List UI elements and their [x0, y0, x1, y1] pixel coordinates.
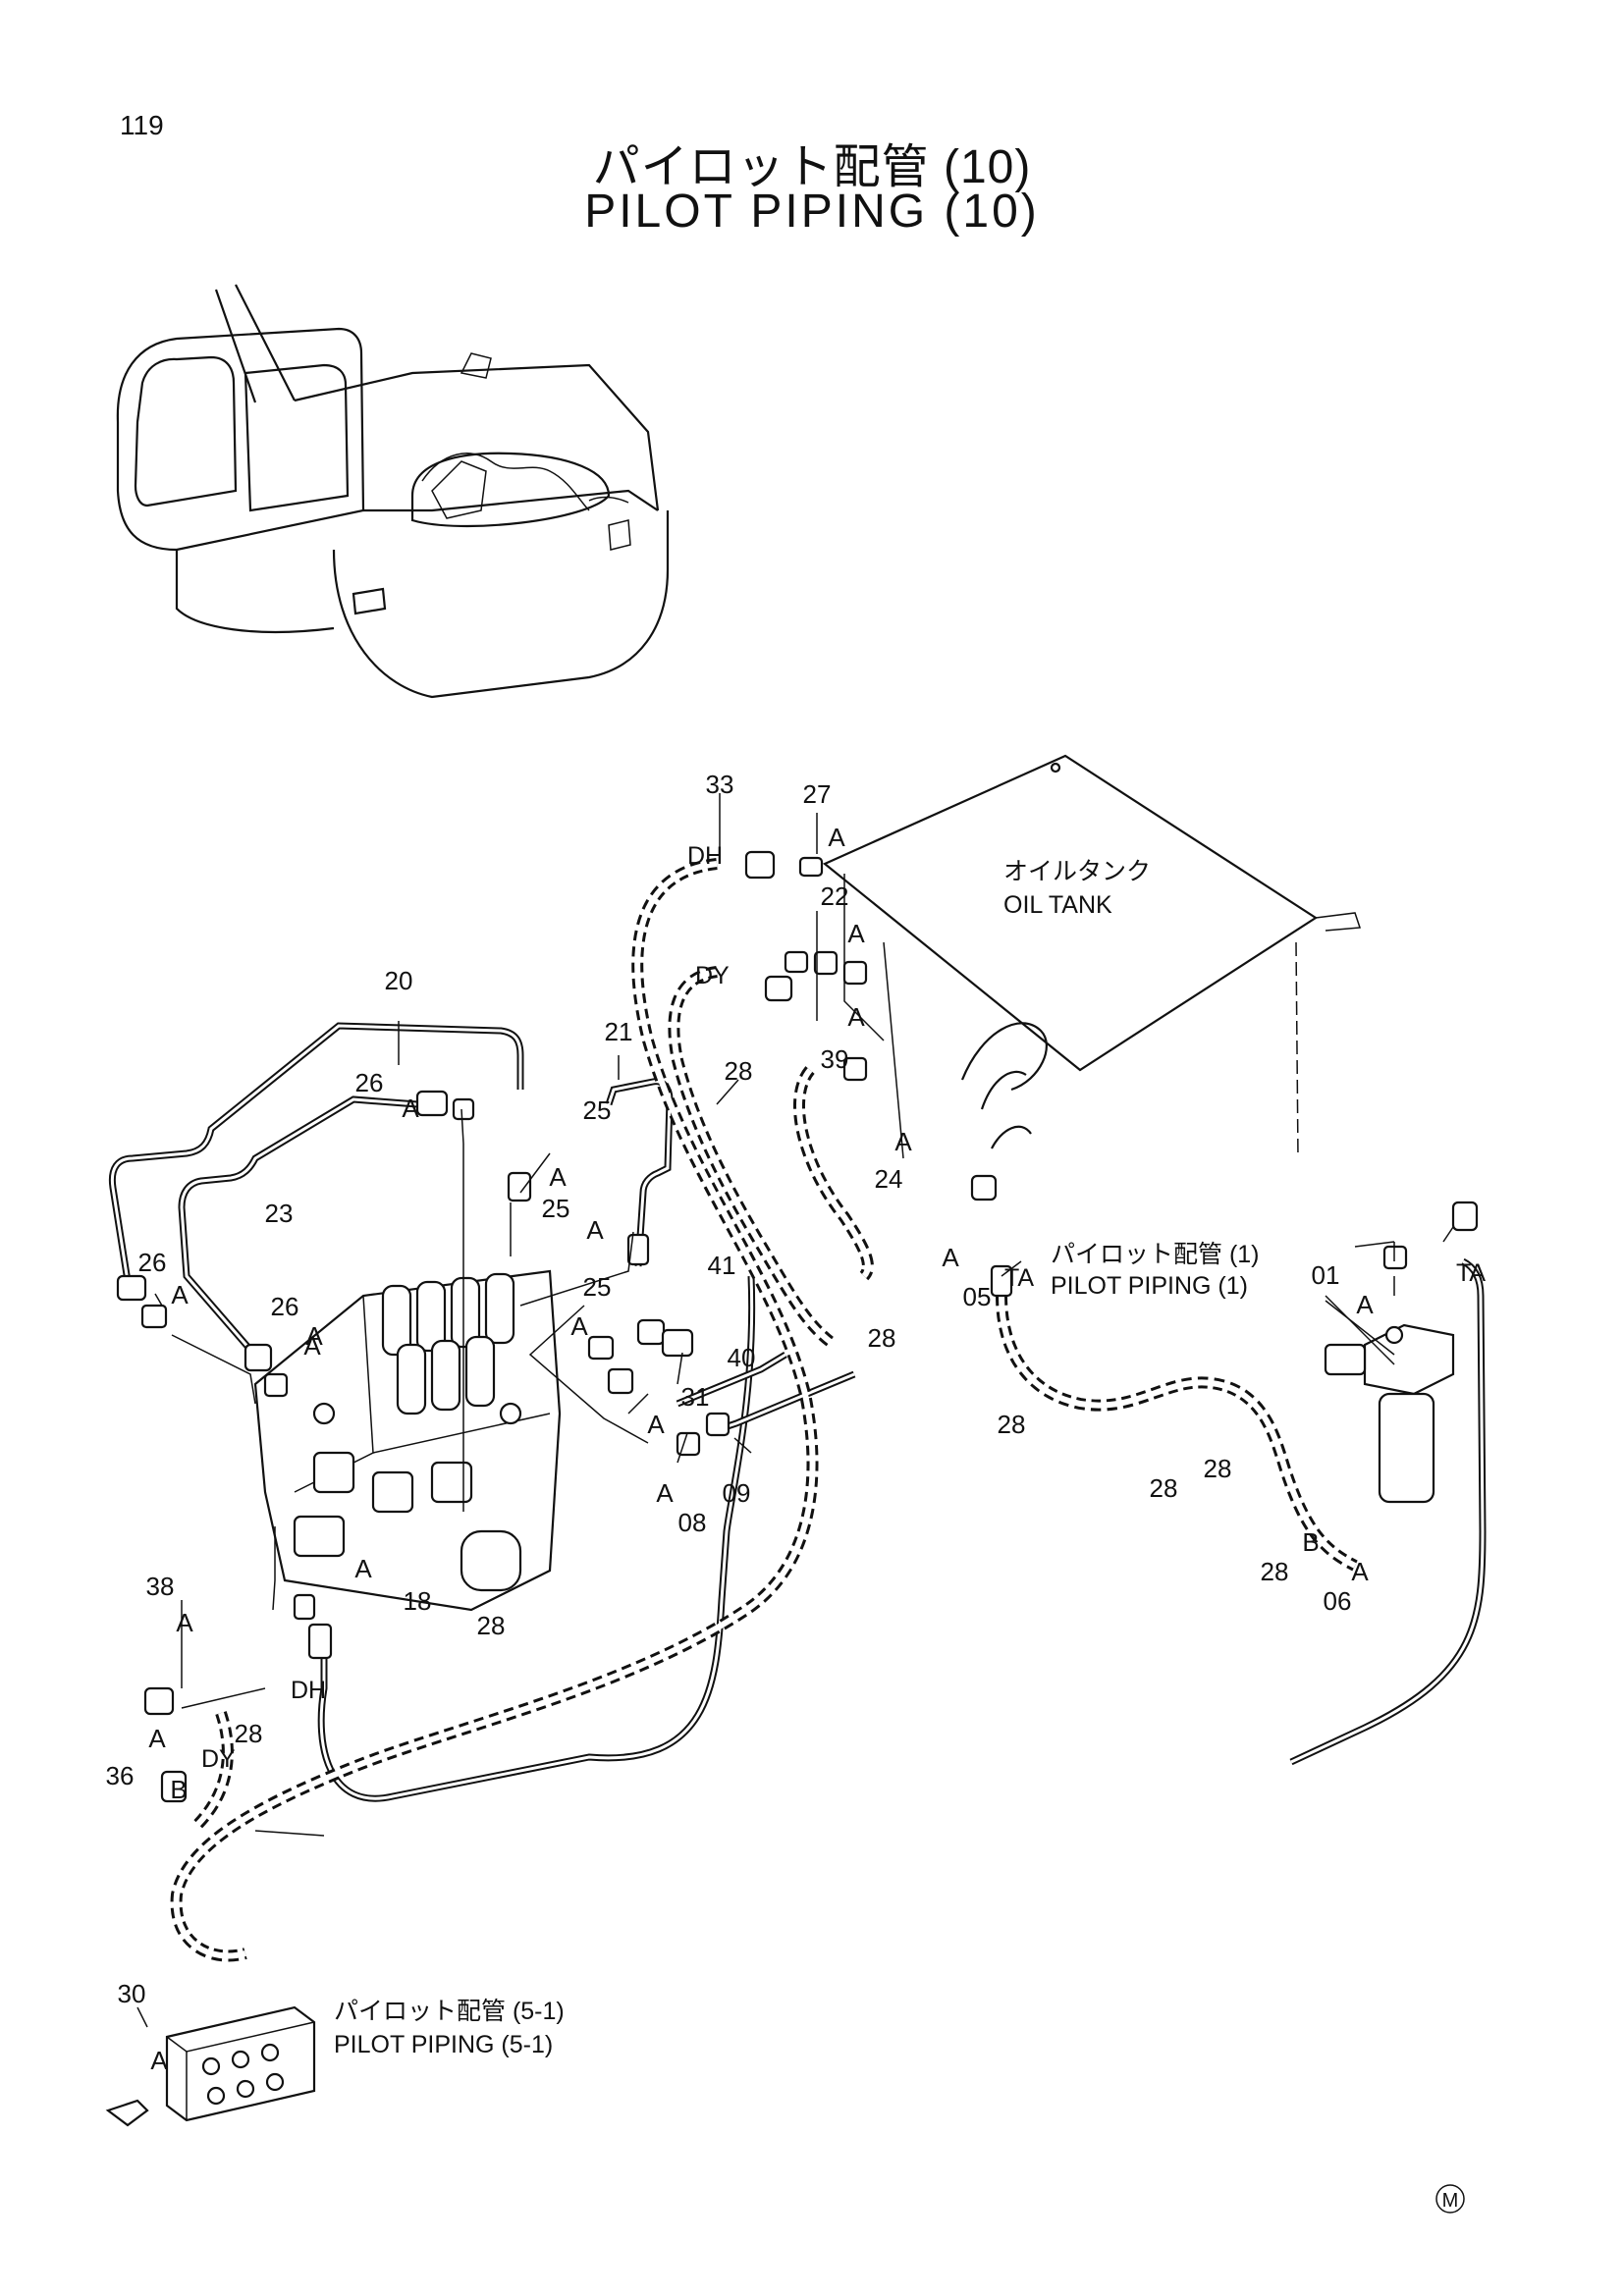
connector-a-06: A [1351, 1557, 1369, 1586]
callout-22: 22 [821, 881, 849, 911]
callout-26-left: 26 [138, 1248, 167, 1277]
pilot-filter-illustration [1324, 1323, 1455, 1504]
callout-09: 09 [723, 1478, 751, 1508]
callout-28-mid-b: 28 [1204, 1454, 1232, 1483]
connector-a-01: A [1356, 1290, 1374, 1319]
callout-24: 24 [875, 1164, 903, 1194]
callout-01: 01 [1312, 1260, 1340, 1290]
pilot-piping-5-1-label-en: PILOT PIPING (5-1) [334, 2031, 553, 2058]
reference-labels: オイルタンク OIL TANK パイロット配管 (1) PILOT PIPING… [334, 858, 1260, 2058]
connector-a-26-upper: A [402, 1094, 419, 1123]
connector-a-18: A [354, 1554, 372, 1583]
callout-27: 27 [803, 779, 832, 809]
callout-25-middle: 25 [542, 1194, 570, 1223]
connector-a-31: A [647, 1410, 665, 1439]
connector-a-26-left: A [171, 1280, 189, 1309]
callout-38: 38 [146, 1572, 175, 1601]
excavator-overview-illustration [116, 284, 670, 699]
callout-05: 05 [963, 1282, 992, 1311]
connector-a-25-upper: A [549, 1162, 567, 1192]
pilot-manifold-illustration [105, 2005, 316, 2127]
callout-31: 31 [681, 1382, 710, 1412]
callout-28-tank-hose: 28 [998, 1410, 1026, 1439]
connector-a-27: A [828, 823, 845, 852]
callout-28-center: 28 [477, 1611, 506, 1640]
connector-a-25-middle: A [586, 1215, 604, 1245]
port-label-dh-lower: DH [291, 1677, 326, 1704]
callout-39: 39 [821, 1044, 849, 1074]
oil-tank-label-jp: オイルタンク [1003, 858, 1151, 885]
callout-41: 41 [708, 1251, 736, 1280]
title-japanese: パイロット配管 (10) [592, 141, 1032, 193]
callout-26-center: 26 [271, 1292, 299, 1321]
page-number: 119 [120, 110, 164, 140]
connector-a-24: A [894, 1127, 912, 1156]
callout-08: 08 [678, 1508, 707, 1537]
connector-a-08: A [656, 1478, 674, 1508]
callout-28-right-of-40: 28 [868, 1323, 896, 1353]
connector-b-36: B [170, 1775, 187, 1804]
title-english: PILOT PIPING (10) [584, 186, 1040, 238]
callout-30: 30 [118, 1979, 146, 2008]
callout-25-upper: 25 [583, 1095, 612, 1125]
pilot-piping-1-label-jp: パイロット配管 (1) [1051, 1241, 1260, 1268]
callout-numbers: 33 27 22 39 20 21 28 26 25 25 23 24 26 2… [106, 770, 1352, 2008]
circled-m-mark: M [1435, 2184, 1465, 2214]
callout-36: 36 [106, 1761, 135, 1790]
fittings [116, 850, 1479, 1803]
connector-b-06: B [1302, 1527, 1319, 1557]
connector-a-38: A [176, 1608, 193, 1637]
connector-a-22-lower: A [847, 1002, 865, 1032]
connector-a-05: A [942, 1243, 959, 1272]
connector-a-25-lower: A [570, 1311, 588, 1341]
port-label-ta-left: TA [1004, 1264, 1034, 1292]
pilot-piping-5-1-label-jp: パイロット配管 (5-1) [334, 1998, 565, 2025]
callout-25-lower: 25 [583, 1272, 612, 1302]
callout-21: 21 [605, 1017, 633, 1046]
callout-06: 06 [1324, 1586, 1352, 1616]
callout-40: 40 [728, 1343, 756, 1372]
leader-lines [136, 793, 1454, 2028]
callout-18: 18 [404, 1586, 432, 1616]
callout-28-left: 28 [235, 1719, 263, 1748]
port-labels: DH DY TA TA DH DY [201, 842, 1486, 1773]
port-label-dh-upper: DH [687, 842, 723, 870]
oil-tank-illustration [822, 754, 1362, 1159]
callout-33: 33 [706, 770, 734, 799]
callout-28-mid-a: 28 [1150, 1473, 1178, 1503]
connector-a-26-center: A [303, 1331, 321, 1361]
port-label-ta-right: TA [1456, 1259, 1486, 1287]
oil-tank-label-en: OIL TANK [1003, 891, 1112, 919]
pilot-piping-1-label-en: PILOT PIPING (1) [1051, 1272, 1248, 1300]
connector-a-22-upper: A [847, 919, 865, 948]
callout-28-lower-right: 28 [1261, 1557, 1289, 1586]
connector-a-36: A [148, 1724, 166, 1753]
spiral-hoses [170, 858, 1358, 1962]
callout-28-upper: 28 [725, 1056, 753, 1086]
port-label-dy-lower: DY [201, 1745, 236, 1773]
mark-letter: M [1442, 2190, 1459, 2212]
connector-a-valve-left: A [305, 1321, 323, 1351]
callout-20: 20 [385, 966, 413, 995]
connector-letters: A A A A A A A A A A A A A A A A A A A A … [148, 823, 1374, 2075]
port-label-dy-upper: DY [695, 962, 730, 989]
callout-23: 23 [265, 1199, 294, 1228]
control-valve-illustration [253, 1269, 562, 1612]
connector-a-30: A [150, 2046, 168, 2075]
callout-26-upper: 26 [355, 1068, 384, 1097]
